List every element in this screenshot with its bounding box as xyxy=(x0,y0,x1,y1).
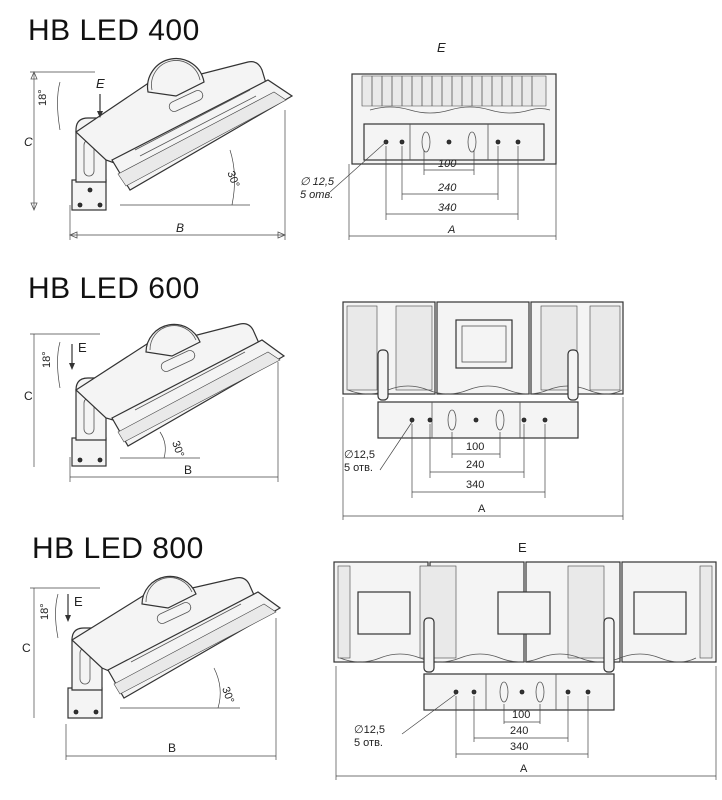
dim-1: 100 xyxy=(438,158,457,170)
dim-2: 240 xyxy=(510,725,528,737)
side-view: 18° 30° E C B xyxy=(24,323,286,482)
dim-b-label: B xyxy=(168,741,176,755)
drawing-hb-led-800: HB LED 800 18° 30° E C B E xyxy=(0,528,722,800)
dim-b-label: B xyxy=(176,221,184,235)
dim-3: 340 xyxy=(438,202,457,214)
dim-1: 100 xyxy=(512,709,530,721)
hole-diameter-label: ∅ 12,5 xyxy=(300,176,335,188)
model-title: HB LED 400 xyxy=(28,14,200,47)
angle-bottom-label: 30° xyxy=(169,439,186,459)
angle-top-label: 18° xyxy=(37,89,49,106)
dim-b-label: B xyxy=(184,463,192,477)
angle-top-label: 18° xyxy=(41,351,53,368)
drawing-hb-led-400: HB LED 400 18° 30° xyxy=(0,0,722,260)
view-label: E xyxy=(518,540,527,555)
dim-a-label: A xyxy=(478,503,486,515)
view-label: E xyxy=(437,40,446,55)
view-label: E xyxy=(78,340,87,355)
hole-count-label: 5 отв. xyxy=(300,189,333,201)
angle-top-label: 18° xyxy=(39,603,51,620)
front-view: E 1 xyxy=(333,540,717,780)
dim-1: 100 xyxy=(466,441,484,453)
hole-diameter-label: ∅12,5 xyxy=(354,724,385,736)
dim-a-label: A xyxy=(447,224,455,236)
dim-2: 240 xyxy=(466,459,484,471)
view-label: E xyxy=(96,76,105,91)
model-title: HB LED 800 xyxy=(32,532,204,565)
hole-count-label: 5 отв. xyxy=(344,462,373,474)
dim-c-label: C xyxy=(24,135,33,149)
dim-3: 340 xyxy=(466,479,484,491)
side-view: 18° 30° E C B xyxy=(24,57,294,240)
dim-a-label: A xyxy=(520,763,528,775)
front-view: 100 240 340 A ∅12,5 5 отв. xyxy=(342,301,624,520)
dim-c-label: C xyxy=(22,641,31,655)
front-view: E xyxy=(300,40,557,240)
drawing-hb-led-600: HB LED 600 18° 30° E C B xyxy=(0,262,722,530)
angle-bottom-label: 30° xyxy=(224,169,241,189)
side-view: 18° 30° E C B xyxy=(22,575,282,760)
dim-2: 240 xyxy=(437,182,457,194)
model-title: HB LED 600 xyxy=(28,272,200,305)
hole-count-label: 5 отв. xyxy=(354,737,383,749)
dim-3: 340 xyxy=(510,741,528,753)
angle-bottom-label: 30° xyxy=(219,685,236,705)
hole-diameter-label: ∅12,5 xyxy=(344,449,375,461)
dim-c-label: C xyxy=(24,389,33,403)
view-label: E xyxy=(74,594,83,609)
